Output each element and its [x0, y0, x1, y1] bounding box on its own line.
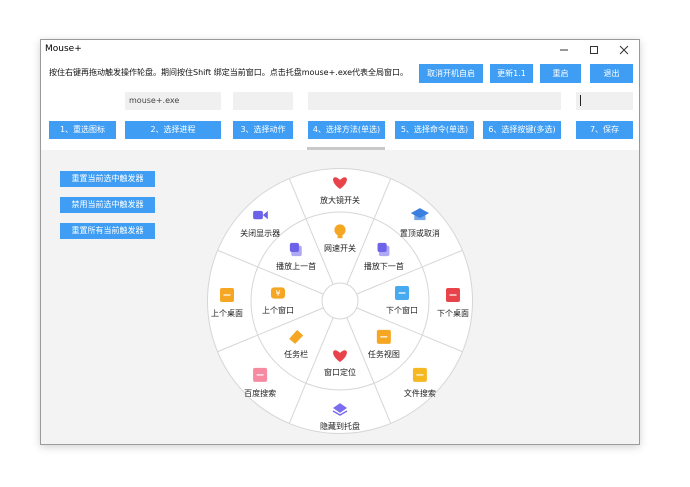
exit-button[interactable]: 退出: [590, 64, 633, 83]
video-icon: [253, 210, 268, 220]
wheel-outer-label: 置顶或取消: [400, 228, 440, 238]
wheel-inner-label: 播放上一首: [276, 261, 316, 271]
wheel-center[interactable]: [321, 282, 359, 320]
outer-divider: [289, 383, 307, 424]
cancel-autostart-button[interactable]: 取消开机自启: [419, 64, 483, 83]
update-button[interactable]: 更新1.1: [490, 64, 533, 83]
wheel-outer-label: 关闭显示器: [240, 228, 280, 238]
wheel-outer-label: 文件搜索: [404, 388, 436, 398]
wheel-outer-label: 百度搜索: [244, 388, 276, 398]
process-field[interactable]: mouse+.exe: [125, 92, 221, 110]
wheel-inner-item[interactable]: 窗口定位: [324, 350, 356, 377]
svg-text:¥: ¥: [275, 289, 280, 298]
step-select-action-button[interactable]: 3、选择动作: [233, 121, 293, 139]
outer-divider: [217, 334, 258, 352]
inner-divider: [356, 266, 423, 295]
wheel-inner-item[interactable]: 网速开关: [324, 224, 356, 253]
action-field[interactable]: [233, 92, 293, 110]
wheel-outer-item[interactable]: 放大镜开关: [320, 177, 360, 205]
control-panel: 按住右键再拖动触发操作轮盘。期间按住Shift 绑定当前窗口。点击托盘mouse…: [41, 60, 639, 146]
trigger-editor-area: 重置当前选中触发器 禁用当前选中触发器 重置所有当前触发器 放大镜开关置顶或取消…: [41, 150, 639, 444]
wheel-inner-label: 任务视图: [368, 349, 400, 359]
inner-divider: [356, 307, 423, 336]
graduation-cap-icon: [410, 208, 430, 221]
step-select-command-button[interactable]: 5、选择命令(单选): [395, 121, 474, 139]
music-next-icon: [377, 242, 390, 257]
tag-icon: [289, 329, 304, 344]
wheel-outer-label: 下个桌面: [437, 308, 469, 318]
window-title: Mouse+: [45, 44, 82, 54]
yen-icon: ¥: [271, 287, 285, 299]
wheel-outer-item[interactable]: 百度搜索: [244, 367, 276, 398]
inner-divider: [346, 317, 375, 384]
wheel-inner-label: 窗口定位: [324, 367, 356, 377]
lightbulb-icon: [334, 224, 346, 239]
minimize-icon: [560, 49, 568, 51]
restart-button[interactable]: 重启: [540, 64, 581, 83]
folder-icon: [220, 288, 234, 302]
outer-divider: [217, 250, 258, 268]
inner-divider: [257, 307, 324, 336]
step-reselect-icon-button[interactable]: 1、重选图标: [49, 121, 116, 139]
wheel-inner-item[interactable]: 任务栏: [284, 329, 308, 359]
app-window: Mouse+ 按住右键再拖动触发操作轮盘。期间按住Shift 绑定当前窗口。点击…: [40, 39, 640, 445]
disable-selected-trigger-button[interactable]: 禁用当前选中触发器: [60, 197, 155, 213]
wheel-outer-item[interactable]: 上个桌面: [211, 288, 243, 318]
heart-icon: [333, 177, 347, 189]
minimize-button[interactable]: [549, 40, 579, 60]
text-cursor: [580, 95, 581, 106]
outer-divider: [422, 334, 463, 352]
maximize-button[interactable]: [579, 40, 609, 60]
keys-input[interactable]: [576, 92, 633, 110]
wheel-outer-label: 放大镜开关: [320, 195, 360, 205]
wheel-inner-label: 上个窗口: [262, 305, 294, 315]
box-icon: [376, 329, 391, 344]
wheel-inner-item[interactable]: 任务视图: [368, 329, 400, 359]
heart-icon: [333, 350, 347, 362]
wheel-inner-label: 下个窗口: [386, 305, 418, 315]
outer-divider: [422, 250, 463, 268]
wheel-inner-item[interactable]: 下个窗口: [386, 286, 418, 315]
calendar-check-icon: [253, 367, 268, 382]
wheel-outer-label: 上个桌面: [211, 308, 243, 318]
inner-divider: [305, 218, 334, 285]
document-icon: [412, 367, 427, 382]
method-field[interactable]: [308, 92, 561, 110]
wheel-outer-item[interactable]: 下个桌面: [437, 288, 469, 318]
wheel-outer-label: 隐藏到托盘: [320, 421, 360, 431]
wheel-outer-item[interactable]: 关闭显示器: [240, 210, 280, 238]
outer-divider: [373, 178, 391, 219]
reset-all-triggers-button[interactable]: 重置所有当前触发器: [60, 223, 155, 239]
inner-divider: [346, 218, 375, 285]
title-bar[interactable]: Mouse+: [41, 40, 639, 60]
step-select-process-button[interactable]: 2、选择进程: [125, 121, 221, 139]
step-select-keys-button[interactable]: 6、选择按键(多选): [483, 121, 561, 139]
instruction-text: 按住右键再拖动触发操作轮盘。期间按住Shift 绑定当前窗口。点击托盘mouse…: [49, 68, 409, 77]
inner-divider: [305, 317, 334, 384]
outer-divider: [289, 178, 307, 219]
wheel-inner-label: 播放下一首: [364, 261, 404, 271]
close-button[interactable]: [609, 40, 639, 60]
wheel-inner-label: 任务栏: [284, 349, 308, 359]
inner-divider: [257, 266, 324, 295]
outer-divider: [373, 383, 391, 424]
active-step-indicator: [307, 147, 385, 150]
wheel-inner-item[interactable]: 播放上一首: [276, 242, 316, 271]
wheel-inner-item[interactable]: ¥ 上个窗口: [262, 287, 294, 315]
maximize-icon: [590, 46, 598, 54]
reset-selected-trigger-button[interactable]: 重置当前选中触发器: [60, 171, 155, 187]
step-save-button[interactable]: 7、保存: [576, 121, 633, 139]
wheel-outer-item[interactable]: 文件搜索: [404, 367, 436, 398]
wheel-inner-label: 网速开关: [324, 243, 356, 253]
step-select-method-button[interactable]: 4、选择方法(单选): [308, 121, 385, 139]
card-icon: [395, 286, 409, 300]
close-icon: [619, 45, 629, 55]
wheel-outer-item[interactable]: 置顶或取消: [400, 208, 440, 238]
wheel-inner-item[interactable]: 播放下一首: [364, 242, 404, 271]
music-prev-icon: [289, 242, 302, 257]
edit-icon: [446, 288, 460, 302]
